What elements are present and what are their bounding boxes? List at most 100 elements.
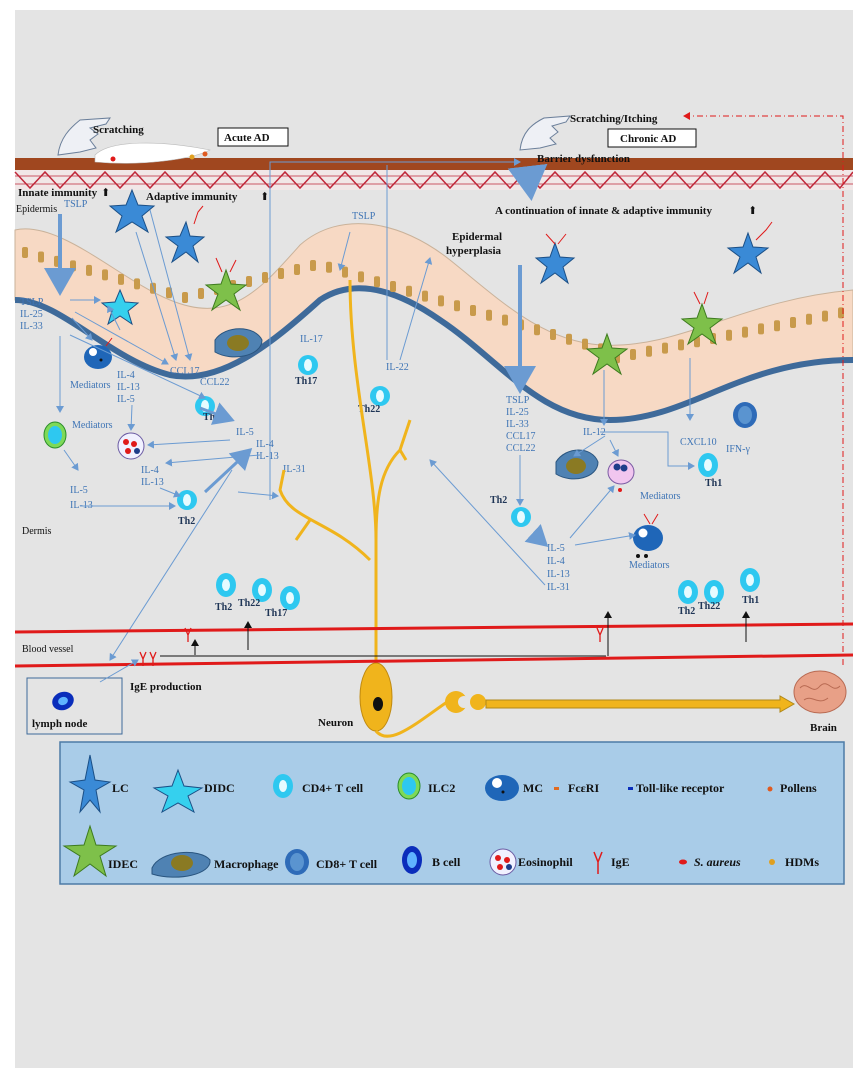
extravasation-arrows xyxy=(191,611,750,656)
keratinocyte-nucleus xyxy=(566,333,572,345)
keratinocyte-nucleus xyxy=(630,349,636,360)
il31-left-label: IL-31 xyxy=(283,464,306,475)
il5-d-label: IL-5 xyxy=(236,427,254,438)
neuron-axon xyxy=(278,279,412,665)
legend-cd8-icon xyxy=(285,849,309,875)
keratinocyte-nucleus xyxy=(86,264,92,276)
th2b-up-arrow xyxy=(203,447,253,494)
ccl22-left-label: CCL22 xyxy=(200,377,229,388)
neuron-efferent xyxy=(374,698,451,738)
neuron-body xyxy=(359,662,393,732)
keratinocyte-nucleus xyxy=(790,317,796,328)
itch-feedback-line xyxy=(683,112,844,665)
ige-production-label: IgE production xyxy=(130,681,202,693)
keratinocyte-nucleus xyxy=(294,264,300,275)
continuation-up-icon: ⬆ xyxy=(748,205,757,217)
keratinocyte-nucleus xyxy=(390,281,396,292)
keratinocyte-nucleus xyxy=(582,338,588,350)
il5-a-label: IL-5 xyxy=(117,394,135,405)
innate-up-icon: ⬆ xyxy=(101,187,110,199)
keratinocyte-nucleus xyxy=(342,266,348,278)
keratinocyte-nucleus xyxy=(262,272,268,283)
keratinocyte-nucleus xyxy=(166,287,172,299)
macrophage-right xyxy=(555,449,599,480)
barrier-arrow xyxy=(507,163,548,201)
legend-cd4: CD4+ T cell xyxy=(302,781,364,795)
th1-label-top: Th1 xyxy=(705,478,722,489)
keratinocyte-nucleus xyxy=(374,276,380,288)
th2-cell-vessel-r xyxy=(678,580,698,604)
ccl17-right-label: CCL17 xyxy=(506,431,535,442)
ifn-label: IFN-γ xyxy=(726,444,750,455)
il25-left-label: IL-25 xyxy=(20,309,43,320)
legend-tlr-icon xyxy=(628,787,633,790)
lymph-node-label: lymph node xyxy=(32,718,87,730)
il5-right-label: IL-5 xyxy=(547,543,565,554)
il12-label: IL-12 xyxy=(583,427,606,438)
mediators-a-label: Mediators xyxy=(640,491,681,502)
legend: LC DIDC CD4+ T cell ILC2 MC FcεRI Toll-l… xyxy=(59,741,845,885)
legend-mc-icon xyxy=(485,775,519,801)
th17-cell xyxy=(298,355,318,375)
keratinocyte-nucleus xyxy=(646,345,652,357)
legend-hdms: HDMs xyxy=(785,855,819,869)
il33-right-label: IL-33 xyxy=(506,419,529,430)
keratinocyte-nucleus xyxy=(470,305,476,316)
eosinophil-left xyxy=(117,432,145,460)
keratinocyte-nucleus xyxy=(758,323,764,335)
keratinocyte-nucleus xyxy=(550,329,556,340)
acute-ad-label: Acute AD xyxy=(224,132,270,144)
keratinocyte-nucleus xyxy=(358,271,364,283)
il17-label: IL-17 xyxy=(300,334,323,345)
th1-cell-right-top xyxy=(698,453,718,477)
keratinocyte-nucleus xyxy=(246,276,252,287)
il13-d-label: IL-13 xyxy=(256,451,279,462)
il13-b-label: IL-13 xyxy=(141,477,164,488)
legend-bcell: B cell xyxy=(432,855,461,869)
legend-ilc2-icon xyxy=(397,772,421,800)
il4-right-label: IL-4 xyxy=(547,556,565,567)
legend-eosinophil-icon xyxy=(489,848,517,876)
neuron-label: Neuron xyxy=(318,717,353,729)
keratinocyte-nucleus xyxy=(774,320,780,332)
legend-ige: IgE xyxy=(611,855,630,869)
legend-eosinophil: Eosinophil xyxy=(518,855,573,869)
il13-right-label: IL-13 xyxy=(547,569,570,580)
right-flow-arrows xyxy=(429,358,695,586)
keratinocyte-nucleus xyxy=(502,314,508,326)
legend-idec: IDEC xyxy=(108,857,138,871)
th22-label: Th22 xyxy=(358,404,380,415)
lc-cell-right-1 xyxy=(534,233,576,285)
legend-fceri-icon xyxy=(554,787,559,790)
legend-macrophage: Macrophage xyxy=(214,857,279,871)
lymph-to-ige-arrow xyxy=(99,659,139,683)
il22-to-hyperplasia-arrow xyxy=(399,257,433,361)
il4-a-label: IL-4 xyxy=(117,370,135,381)
keratinocyte-nucleus xyxy=(182,292,188,303)
continuation-label: A continuation of innate & adaptive immu… xyxy=(495,205,712,217)
scratching-label: Scratching xyxy=(93,124,144,136)
lc-cell-right-2 xyxy=(726,221,773,275)
mediators-b-label: Mediators xyxy=(629,560,670,571)
basophil-right xyxy=(607,459,635,492)
il33-left-label: IL-33 xyxy=(20,321,43,332)
keratinocyte-nucleus xyxy=(534,324,540,336)
idec-cell-right-2 xyxy=(680,291,724,346)
legend-saureus: S. aureus xyxy=(694,855,741,869)
legend-pollens: Pollens xyxy=(780,781,817,795)
keratinocyte-nucleus xyxy=(118,273,124,285)
keratinocyte-nucleus xyxy=(406,285,412,297)
blood-vessel-label: Blood vessel xyxy=(22,644,74,655)
legend-tlr: Toll-like receptor xyxy=(636,781,725,795)
legend-lc: LC xyxy=(112,781,129,795)
scratched-skin-flake xyxy=(94,142,211,164)
chronic-ad-box xyxy=(607,128,697,148)
keratinocyte-nucleus xyxy=(22,246,28,258)
synapse-icon xyxy=(445,691,486,713)
ige-icons xyxy=(139,627,604,666)
lc-cell-top xyxy=(108,188,156,234)
il31-right-label: IL-31 xyxy=(547,582,570,593)
cxcl10-label: CXCL10 xyxy=(680,437,717,448)
th2-vessel-r-label: Th2 xyxy=(678,606,695,617)
legend-ige-icon xyxy=(593,851,603,874)
